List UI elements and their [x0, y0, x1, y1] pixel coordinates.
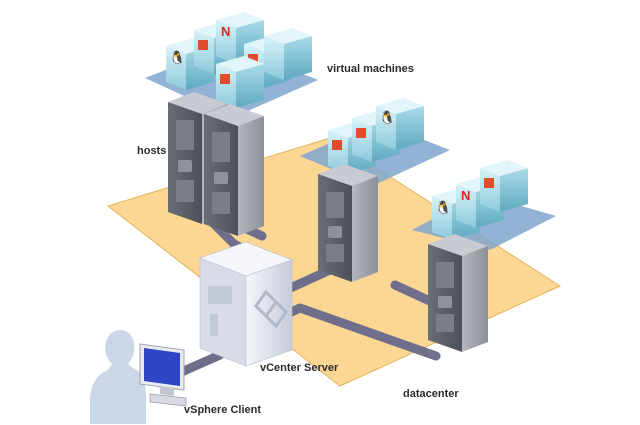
windows-logo-icon — [332, 140, 342, 150]
host-group-1: 🐧 N — [145, 12, 318, 236]
vmware-logo-icon — [254, 289, 288, 329]
virtual-machine — [216, 56, 264, 108]
host-group-2: 🐧 — [300, 98, 450, 282]
vsphere-client — [90, 330, 187, 424]
user-silhouette-icon — [90, 330, 146, 424]
linux-tux-icon: 🐧 — [379, 110, 395, 125]
label-vcenter-server: vCenter Server — [260, 362, 339, 374]
windows-logo-icon — [198, 40, 208, 50]
virtual-machine — [480, 160, 528, 212]
windows-logo-icon — [356, 128, 366, 138]
label-datacenter: datacenter — [403, 388, 459, 400]
cable-vcenter-to-host3 — [281, 265, 335, 295]
host-group-3: 🐧 N — [412, 160, 556, 352]
windows-logo-icon — [248, 54, 258, 64]
host-server — [428, 234, 488, 352]
host-server — [318, 164, 378, 282]
vcenter-server — [199, 241, 293, 367]
host-server — [204, 104, 264, 236]
label-vsphere-client: vSphere Client — [184, 404, 262, 416]
linux-tux-icon: 🐧 — [435, 200, 451, 215]
windows-logo-icon — [484, 178, 494, 188]
windows-logo-icon — [220, 74, 230, 84]
virtual-machine — [264, 28, 312, 80]
label-virtual-machines: virtual machines — [327, 63, 414, 75]
computer-monitor-icon — [139, 343, 187, 407]
cable-host4-to-trunk — [390, 280, 437, 307]
linux-tux-icon: 🐧 — [169, 50, 185, 65]
novell-n-icon: N — [461, 188, 470, 203]
novell-n-icon: N — [221, 24, 230, 39]
label-hosts: hosts — [137, 145, 167, 157]
virtual-machine: 🐧 — [376, 98, 424, 150]
